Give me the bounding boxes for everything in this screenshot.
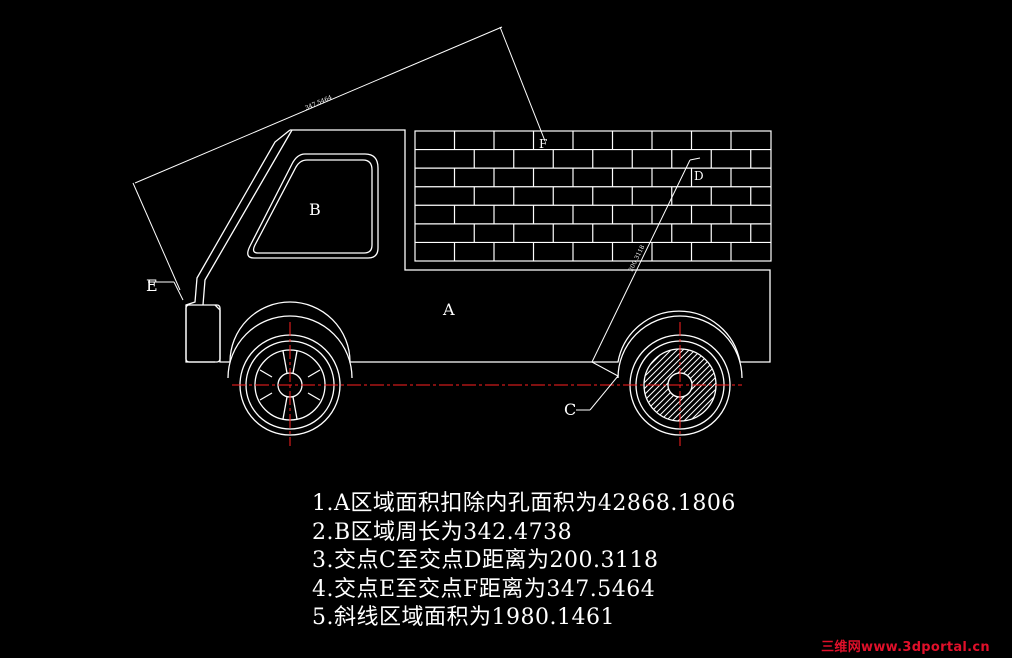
dimension-ef [132, 26, 546, 301]
dimension-ef-text: 347.5464 [304, 94, 333, 112]
label-b: B [309, 200, 321, 219]
dimension-cd [576, 157, 701, 411]
label-a: A [442, 300, 455, 319]
note-1: 1.A区域面积扣除内孔面积为42868.1806 [312, 491, 736, 516]
rear-wheel-arch [227, 315, 353, 379]
label-d: D [694, 169, 704, 183]
note-5: 5.斜线区域面积为1980.1461 [312, 605, 615, 630]
center-lines [232, 322, 742, 446]
note-3: 3.交点C至交点D距离为200.3118 [312, 548, 659, 573]
label-f: F [539, 137, 547, 151]
window-outer [247, 153, 379, 259]
bumper-box [185, 304, 221, 363]
note-4: 4.交点E至交点F距离为347.5464 [312, 576, 656, 602]
window-inner [252, 159, 373, 254]
cab-front-lines [202, 129, 293, 363]
truck-body-outline [185, 129, 771, 363]
note-2: 2.B区域周长为342.4738 [312, 519, 573, 545]
label-c: C [564, 400, 576, 419]
watermark: 三维网www.3dportal.cn [821, 640, 990, 655]
notes-list: 1.A区域面积扣除内孔面积为42868.1806 2.B区域周长为342.473… [312, 490, 736, 633]
label-e: E [146, 276, 158, 295]
front-wheel-arch [617, 315, 743, 379]
brick-cargo-grid [414, 130, 772, 262]
